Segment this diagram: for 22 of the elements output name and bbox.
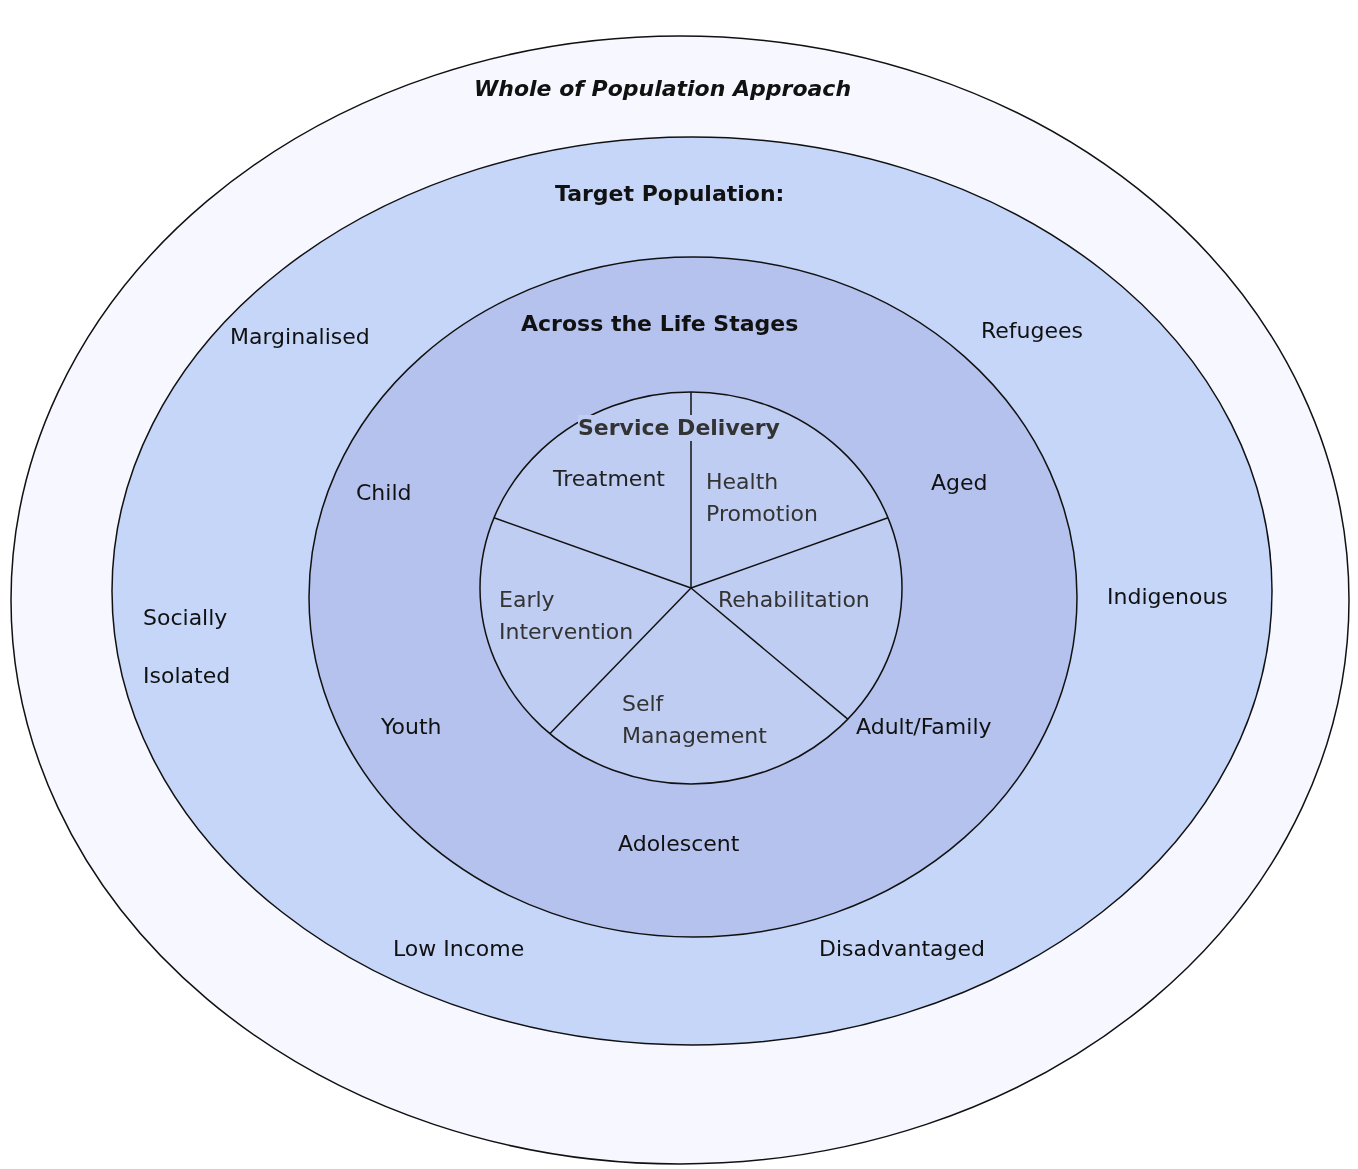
segment-label: Treatment <box>553 466 665 492</box>
ring-label: Child <box>356 480 412 506</box>
segment-label: Early Intervention <box>499 586 635 646</box>
segment-label: Health Promotion <box>706 468 819 528</box>
circle-title: Service Delivery <box>578 415 780 441</box>
ring-title: Target Population: <box>555 181 785 207</box>
ring-label: Youth <box>381 714 442 740</box>
ring-label: Socially Isolated <box>143 604 232 690</box>
ring-label: Adolescent <box>618 831 740 857</box>
ellipse <box>112 137 1272 1045</box>
ring-label: Marginalised <box>230 324 370 350</box>
segment-label: Self Management <box>622 690 768 750</box>
ring-label: Refugees <box>981 318 1084 344</box>
ring-label: Disadvantaged <box>819 936 985 962</box>
ring-label: Low Income <box>393 936 525 962</box>
ring-label: Aged <box>931 470 988 496</box>
ellipse-title: Whole of Population Approach <box>474 76 852 102</box>
segment-label: Rehabilitation <box>718 587 870 613</box>
ring-label: Adult/Family <box>856 714 992 740</box>
ring-label: Indigenous <box>1107 584 1228 610</box>
ring-title: Across the Life Stages <box>521 311 799 337</box>
ellipse <box>11 36 1349 1164</box>
